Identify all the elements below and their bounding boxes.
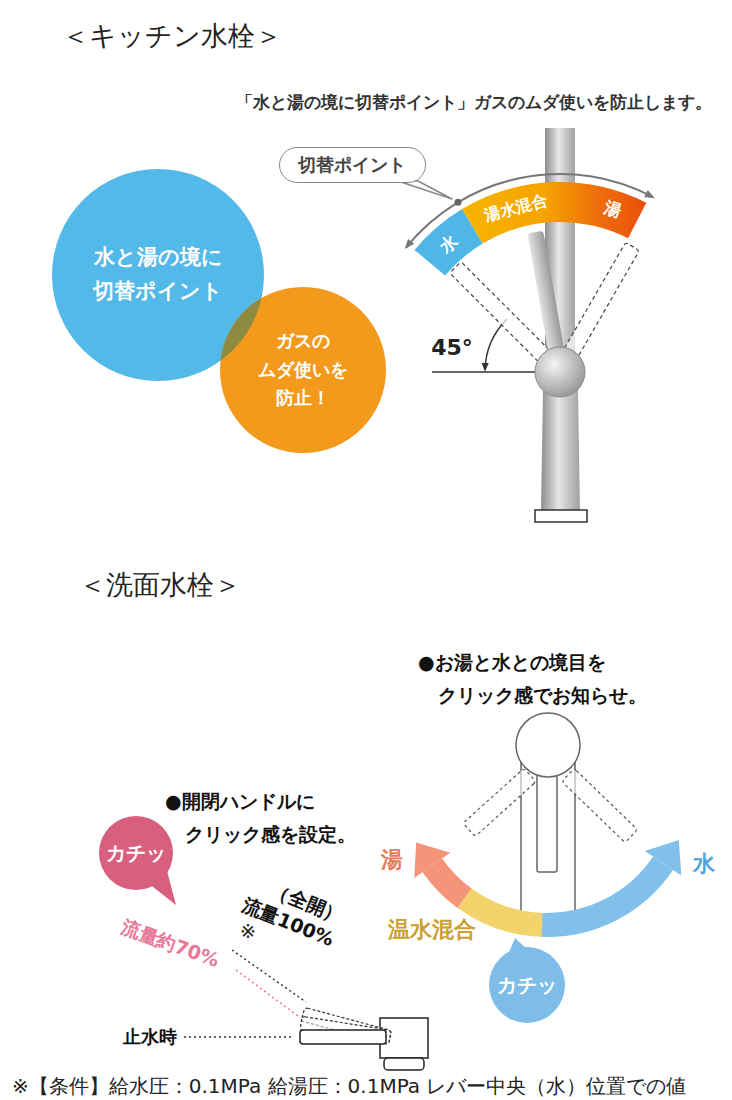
temperature-arrow (645, 840, 681, 876)
callout-tail (398, 181, 452, 199)
handle-side-view (300, 1007, 428, 1070)
temperature-arrow (414, 842, 450, 878)
temperature-band (415, 182, 647, 276)
click-bubble-text: カチッ (497, 973, 557, 998)
lever-handle (527, 231, 564, 354)
lever-dashed-outline (562, 769, 638, 843)
switch-point-callout-text: 切替ポイント (298, 154, 406, 177)
lever-dashed-outline (463, 768, 638, 842)
temperature-arrow (432, 865, 464, 898)
washbasin-faucet (516, 713, 580, 777)
lever-dashed-outline (463, 768, 536, 836)
cold-label: 水 (693, 850, 715, 878)
angle-label: 45° (431, 334, 473, 362)
click-bubble-shape (99, 816, 173, 890)
callout-tail (398, 181, 452, 199)
closed-label: 止水時 (123, 1026, 177, 1049)
switch-point-callout: 切替ポイント (279, 147, 426, 183)
faucet-knob (535, 347, 585, 397)
washbasin-faucet (537, 772, 557, 872)
handle-side-view (300, 1016, 391, 1044)
handle-side-view (384, 1058, 424, 1070)
temperature-band (462, 182, 646, 243)
lever-dashed-outline (562, 769, 638, 843)
temperature-arrow (542, 863, 663, 925)
leader-line (236, 970, 298, 1016)
flow-label: （全開） 流量100% (217, 861, 347, 952)
handle-side-view (300, 1016, 391, 1044)
condition-caption: ※【条件】給水圧：0.1MPa 給湯圧：0.1MPa レバー中央（水）位置での値 (12, 1074, 686, 1099)
hot-label: 湯 (381, 846, 403, 874)
leader-line (184, 1036, 294, 1038)
click-bubble: カチッ (99, 816, 173, 890)
click-bubble-text: カチッ (106, 841, 166, 866)
gas-saving-circle-text: ガスの ムダ使いを 防止！ (243, 327, 363, 413)
washbasin-faucet (516, 713, 580, 931)
temperature-arrow (414, 840, 681, 925)
section-heading: ＜洗面水栓＞ (79, 568, 241, 602)
boundary-circle-text: 水と湯の境に 切替ポイント (83, 241, 233, 308)
circle-overlap (52, 169, 264, 381)
lever-handle (527, 231, 564, 354)
band-label: 湯水混合 (483, 190, 550, 226)
lever-dashed-outline (563, 242, 639, 358)
lever-handle (527, 231, 564, 354)
flow-label: 流量約70% (118, 915, 222, 972)
note-mark: ※ (240, 920, 256, 944)
temperature-arrow (465, 898, 542, 925)
click-bubble-shape (489, 947, 565, 1023)
lever-dashed-outline (563, 242, 639, 358)
range-arrow-line (455, 199, 462, 206)
kitchen-faucet-pipe (541, 390, 580, 512)
gas-saving-circle: ガスの ムダ使いを 防止！ (220, 287, 386, 453)
kitchen-faucet-pipe (535, 510, 587, 522)
click-bubble: カチッ (489, 947, 565, 1023)
section-heading: ＜キッチン水栓＞ (62, 19, 282, 53)
boundary-circle-shape (52, 169, 264, 381)
mix-label: 温水混合 (388, 916, 476, 944)
feature-note: ●お湯と水との境目を クリック感でお知らせ。 (418, 646, 688, 713)
handle-side-view (300, 1030, 386, 1044)
lever-dashed-outline (463, 768, 536, 836)
band-label: 湯 (601, 198, 624, 223)
faucet-knob (535, 347, 585, 397)
subheading: 「水と湯の境に切替ポイント」ガスのムダ使いを防止します。 (236, 92, 712, 113)
feature-note: ●開閉ハンドルに クリック感を設定。 (165, 785, 395, 852)
band-label: 水 (435, 230, 462, 257)
